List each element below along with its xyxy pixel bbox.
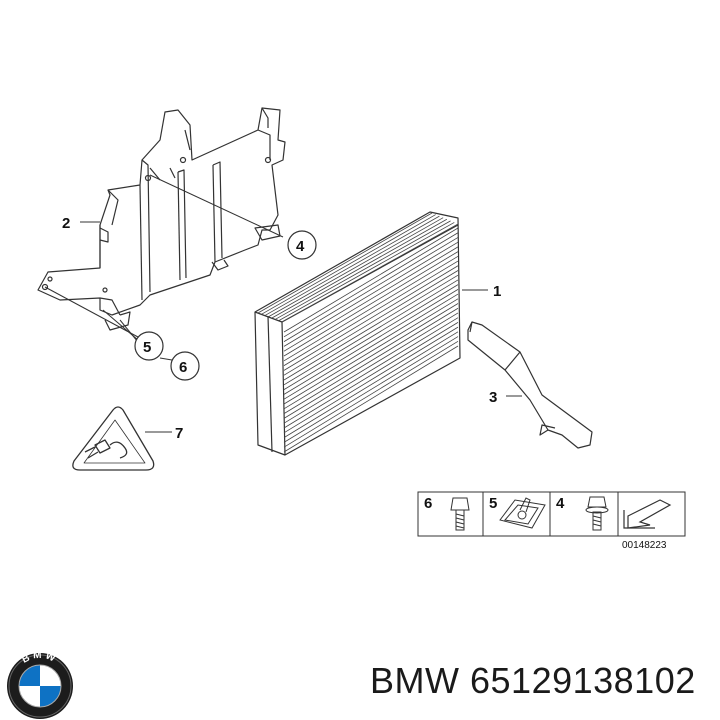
caption-part-number: 65129138102 <box>470 660 696 701</box>
callout-1: 1 <box>493 283 501 300</box>
fin-line-top <box>278 222 455 322</box>
fin-line <box>283 340 459 448</box>
clip-nut-icon <box>499 497 546 529</box>
fin-line <box>283 232 459 338</box>
fin-line <box>283 246 459 352</box>
fin-line <box>283 317 459 424</box>
fin-line <box>283 284 459 390</box>
fin-line <box>283 303 459 410</box>
fin-line-top <box>264 215 440 316</box>
legend-label-6: 6 <box>424 495 432 512</box>
parts-legend: 6 5 4 00148223 <box>417 491 686 551</box>
fin-line <box>283 336 459 443</box>
fin-line <box>283 227 459 333</box>
fin-line <box>283 345 459 453</box>
fin-line <box>283 237 459 342</box>
amplifier-part <box>254 211 461 456</box>
fin-line-top <box>271 218 448 319</box>
callout-circle-4 <box>287 230 317 260</box>
callout-6: 6 <box>179 359 187 376</box>
bracket-leaders <box>44 174 284 361</box>
flange-bolt-icon <box>585 496 609 531</box>
callout-4: 4 <box>296 238 305 255</box>
fin-line <box>283 255 459 362</box>
warning-label-part <box>72 406 155 471</box>
logo-letters: BMW <box>20 650 56 666</box>
fin-line <box>283 274 459 381</box>
strap-part <box>467 321 593 449</box>
fin-line <box>283 251 459 357</box>
fin-line <box>283 331 459 438</box>
fin-line <box>283 298 459 405</box>
fin-line <box>283 293 459 400</box>
bolt-icon <box>450 497 470 531</box>
fin-line <box>283 312 459 419</box>
part-caption: BMW 65129138102 <box>370 660 696 702</box>
fin-line <box>283 279 459 386</box>
legend-label-5: 5 <box>489 495 497 512</box>
diagram-code: 00148223 <box>622 540 667 551</box>
bmw-logo: BMW <box>7 650 73 719</box>
callout-circle-6 <box>170 351 200 381</box>
callout-5: 5 <box>143 339 151 356</box>
fin-line-top <box>281 223 459 323</box>
callout-2: 2 <box>62 215 70 232</box>
fin-line <box>283 265 459 371</box>
fin-line <box>283 289 459 395</box>
bracket-part <box>37 107 286 331</box>
fin-line-top <box>268 217 444 318</box>
callout-3: 3 <box>489 389 497 406</box>
callout-circles <box>134 230 317 381</box>
legend-label-4: 4 <box>556 495 565 512</box>
callout-circle-5 <box>134 331 164 361</box>
fin-line-top <box>261 214 436 315</box>
fin-line-top <box>257 212 433 314</box>
svg-text:BMW: BMW <box>20 650 59 666</box>
fin-line <box>283 241 459 347</box>
fin-line-top <box>274 220 451 320</box>
caption-brand: BMW <box>370 660 460 701</box>
fin-line <box>283 260 459 366</box>
fin-line <box>283 322 459 429</box>
fin-line <box>283 307 459 414</box>
callout-7: 7 <box>175 425 183 442</box>
arrow-symbol-icon <box>623 499 672 529</box>
fin-line <box>283 270 459 376</box>
fin-line <box>283 326 459 434</box>
amplifier-fins <box>257 212 459 453</box>
